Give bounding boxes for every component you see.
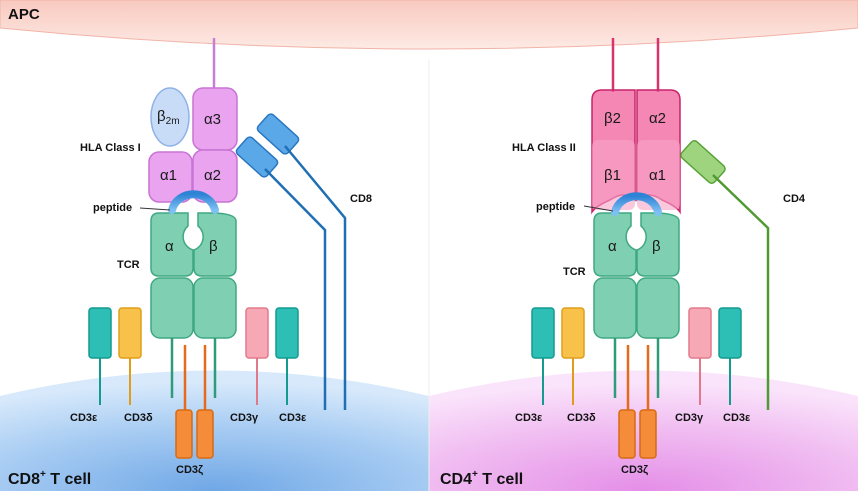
hla-class-i-label: HLA Class I bbox=[80, 142, 141, 154]
alpha2-text: α2 bbox=[204, 167, 221, 184]
cd3e-left-right-label: CD3ε bbox=[515, 412, 543, 424]
cd3g-subunit bbox=[245, 307, 269, 359]
cd4-label: CD4 bbox=[783, 193, 806, 205]
cd3e-left-subunit bbox=[88, 307, 112, 359]
cd3e-left-label: CD3ε bbox=[70, 412, 98, 424]
peptide-right-label: peptide bbox=[536, 201, 575, 213]
cd3z-subunit-a bbox=[175, 409, 193, 459]
alpha3-text: α3 bbox=[204, 111, 221, 128]
alpha1-right-text: α1 bbox=[649, 167, 666, 184]
alpha2-right-text: α2 bbox=[649, 110, 666, 127]
tcr-alpha-right-text: α bbox=[608, 238, 617, 255]
peptide-right bbox=[611, 192, 662, 216]
cd3e-right-subunit-right bbox=[718, 307, 742, 359]
b2m-domain bbox=[150, 87, 190, 147]
peptide-label: peptide bbox=[93, 202, 132, 214]
right-panel: β2 α2 β1 α1 HLA Class II α β TCR peptide… bbox=[440, 38, 806, 488]
tcr-beta-constant bbox=[193, 277, 237, 339]
hla-class-ii-label: HLA Class II bbox=[512, 142, 576, 154]
tcr-beta-domain-right bbox=[636, 212, 680, 277]
cd8-t-cell-membrane bbox=[0, 370, 429, 491]
cd8-t-cell-label: CD8+ T cell bbox=[8, 469, 91, 488]
cd3e-left-subunit-right bbox=[531, 307, 555, 359]
cd3d-right-label: CD3δ bbox=[567, 412, 596, 424]
tcr-beta-constant-right bbox=[636, 277, 680, 339]
cd3z-right-label: CD3ζ bbox=[621, 464, 648, 476]
tcr-alpha-constant bbox=[150, 277, 194, 339]
cd3e-right-label: CD3ε bbox=[279, 412, 307, 424]
cd8-label: CD8 bbox=[350, 193, 372, 205]
cd3e-right-subunit bbox=[275, 307, 299, 359]
cd3z-label: CD3ζ bbox=[176, 464, 203, 476]
cd3z-subunit-b bbox=[196, 409, 214, 459]
cd8-domain-upper bbox=[256, 113, 300, 155]
beta2-text: β2 bbox=[604, 110, 621, 127]
cd3g-right-label: CD3γ bbox=[675, 412, 704, 424]
b2m-text: β2m bbox=[157, 108, 180, 127]
cd3e-right-right-label: CD3ε bbox=[723, 412, 751, 424]
hla1-alpha1-domain bbox=[148, 151, 193, 203]
tcr-beta-right-text: β bbox=[652, 238, 661, 255]
tcr-beta-domain bbox=[193, 212, 237, 277]
apc-membrane bbox=[0, 0, 858, 50]
tcr-label: TCR bbox=[117, 259, 140, 271]
cd3g-subunit-right bbox=[688, 307, 712, 359]
tcr-alpha-text: α bbox=[165, 238, 174, 255]
cd3z-subunit-b-right bbox=[639, 409, 657, 459]
tcr-alpha-constant-right bbox=[593, 277, 637, 339]
tcr-alpha-domain-right bbox=[593, 212, 637, 277]
left-panel: α3 β2m α1 α2 HLA Class I α β TCR peptide… bbox=[8, 38, 372, 488]
cd3d-subunit bbox=[118, 307, 142, 359]
peptide bbox=[168, 190, 219, 214]
beta1-text: β1 bbox=[604, 167, 621, 184]
cd3z-subunit-a-right bbox=[618, 409, 636, 459]
tcr-right-label: TCR bbox=[563, 266, 586, 278]
cd3d-label: CD3δ bbox=[124, 412, 153, 424]
cd3d-subunit-right bbox=[561, 307, 585, 359]
cd4-domain bbox=[680, 140, 726, 184]
cd8-domain-lower bbox=[235, 136, 279, 178]
tcr-beta-text: β bbox=[209, 238, 218, 255]
cd4-t-cell-label: CD4+ T cell bbox=[440, 469, 523, 488]
cd3g-label: CD3γ bbox=[230, 412, 259, 424]
apc-label: APC bbox=[8, 6, 40, 23]
alpha1-text: α1 bbox=[160, 167, 177, 184]
tcr-alpha-domain bbox=[150, 212, 194, 277]
